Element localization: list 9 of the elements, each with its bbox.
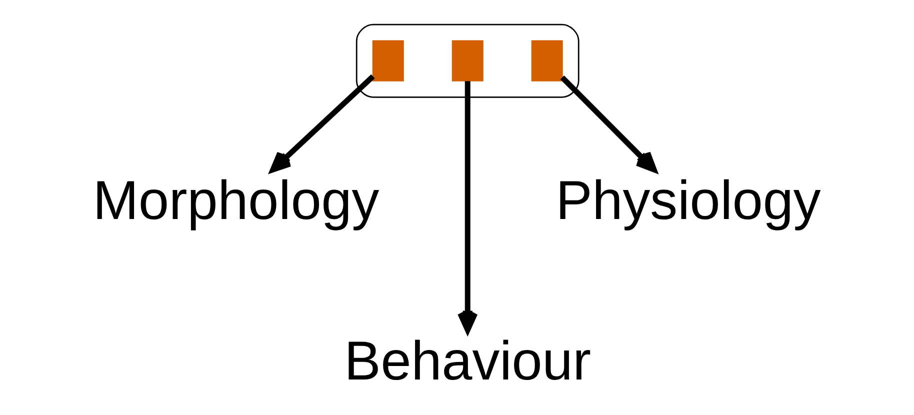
node-bar [452,40,484,82]
node-text: Physiology [556,169,821,232]
node-bar [531,40,563,82]
cluster [356,24,580,98]
node-text: Behaviour [344,329,591,392]
node-bar [372,40,404,82]
node-text: Morphology [92,169,380,232]
arrow [560,75,657,172]
arrow [270,74,375,172]
